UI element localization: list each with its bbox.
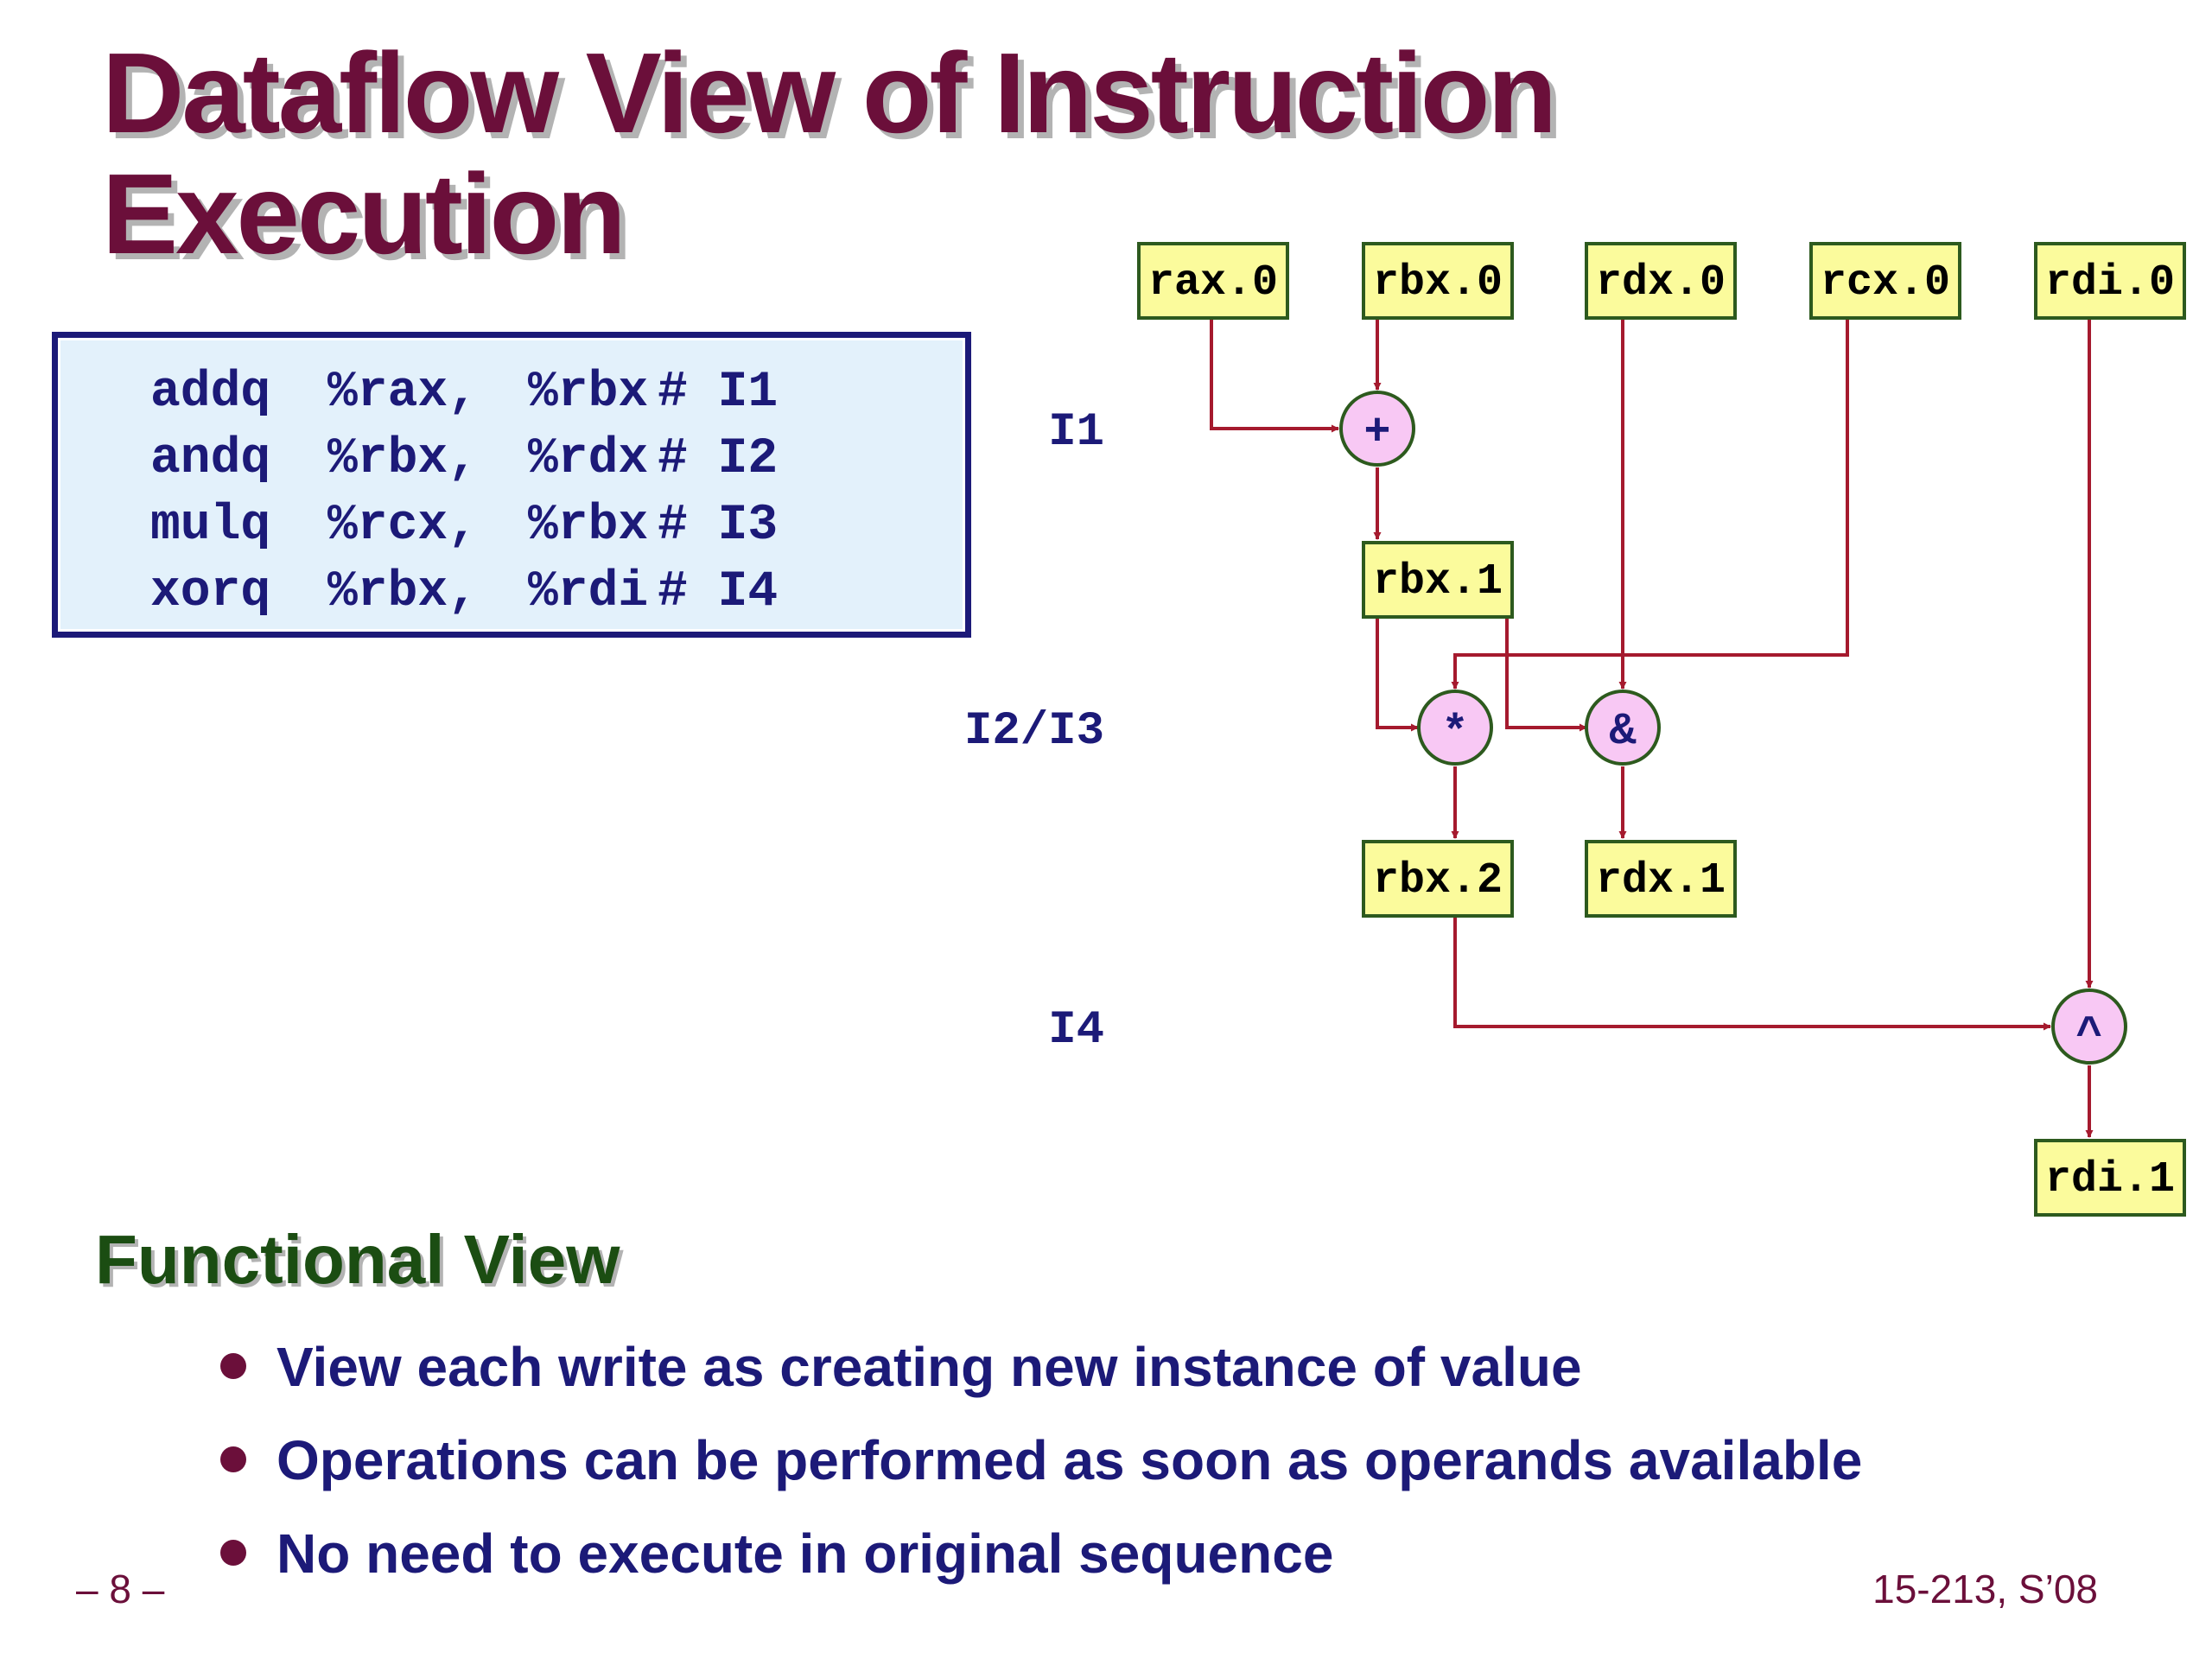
edge-rbx2-xor: [1453, 916, 2051, 1031]
register-label: rdx.1: [1596, 856, 1726, 906]
register-label: rcx.0: [1821, 258, 1950, 308]
stage-label-i1: I1: [1048, 406, 1104, 459]
code-dst: %rdx: [528, 431, 649, 487]
bullet-item: Operations can be performed as soon as o…: [220, 1414, 1862, 1507]
operator-xor-symbol: ^: [2075, 1010, 2102, 1061]
edge-rbx1-mul: [1376, 618, 1419, 732]
operator-and-node: [1585, 690, 1661, 766]
code-op: mulq: [150, 498, 271, 554]
register-label: rbx.2: [1373, 856, 1503, 906]
slide-title: Dataflow View of Instruction Execution: [102, 33, 1744, 275]
register-rcx-0: [1809, 242, 1961, 320]
code-line: xorq %rbx, %rdi# I4: [150, 559, 963, 626]
operator-mul-symbol: *: [1441, 708, 1468, 759]
register-rbx-1: [1362, 541, 1514, 619]
bullet-item: View each write as creating new instance…: [220, 1320, 1862, 1414]
register-rbx-0: [1362, 242, 1514, 320]
code-dst: %rdi: [528, 564, 649, 620]
register-rbx-2: [1362, 840, 1514, 918]
code-src: %rax,: [327, 365, 479, 421]
bullet-list: View each write as creating new instance…: [220, 1320, 1862, 1600]
register-label: rdx.0: [1596, 258, 1726, 308]
code-dst: %rbx: [528, 365, 649, 421]
operator-add-symbol: +: [1363, 407, 1390, 458]
code-comment: # I2: [658, 431, 779, 487]
code-line: mulq %rcx, %rbx# I3: [150, 493, 963, 559]
bullet-dot-icon: [220, 1540, 246, 1566]
code-op: xorq: [150, 564, 271, 620]
bullet-dot-icon: [220, 1353, 246, 1379]
bullet-item: No need to execute in original sequence: [220, 1507, 1862, 1600]
register-label: rdi.0: [2045, 258, 2175, 308]
operator-add-node: [1339, 391, 1415, 467]
code-line: andq %rbx, %rdx# I2: [150, 426, 963, 493]
register-label: rbx.0: [1373, 258, 1503, 308]
register-rdi-1: [2034, 1139, 2186, 1217]
code-src: %rbx,: [327, 564, 479, 620]
code-op: andq: [150, 431, 271, 487]
operator-xor-node: [2051, 988, 2127, 1065]
code-comment: # I4: [658, 564, 779, 620]
stage-label-i4: I4: [1048, 1004, 1104, 1057]
code-line: addq %rax, %rbx# I1: [150, 359, 963, 426]
code-listing-inner: addq%rax,%rbx# I1 andq%rbx,%rdx# I2 mulq…: [58, 338, 965, 632]
edge-rbx1-and: [1505, 618, 1587, 732]
operator-mul-node: [1417, 690, 1493, 766]
register-label: rdi.1: [2045, 1155, 2175, 1205]
stage-label-i2-i3: I2/I3: [964, 705, 1104, 758]
bullet-text: Operations can be performed as soon as o…: [276, 1429, 1863, 1491]
bullet-text: No need to execute in original sequence: [276, 1522, 1334, 1585]
register-label: rax.0: [1148, 258, 1278, 308]
register-rdi-0: [2034, 242, 2186, 320]
register-rdx-0: [1585, 242, 1737, 320]
title-line-1: Dataflow View of Instruction: [102, 29, 1557, 156]
register-rdx-1: [1585, 840, 1737, 918]
code-comment: # I3: [658, 498, 779, 554]
code-src: %rbx,: [327, 431, 479, 487]
code-op: addq: [150, 365, 271, 421]
edge-rcx0-mul: [1451, 320, 1849, 690]
bullet-dot-icon: [220, 1446, 246, 1472]
code-src: %rcx,: [327, 498, 479, 554]
functional-view-heading: Functional View: [95, 1221, 620, 1298]
title-line-2: Execution: [102, 150, 626, 277]
bullet-text: View each write as creating new instance…: [276, 1336, 1582, 1398]
register-rax-0: [1137, 242, 1289, 320]
code-dst: %rbx: [528, 498, 649, 554]
register-label: rbx.1: [1373, 557, 1503, 607]
course-label: 15-213, S’08: [1872, 1567, 2098, 1611]
operator-and-symbol: &: [1609, 706, 1636, 757]
edge-rax0-add: [1210, 320, 1339, 433]
code-listing: addq%rax,%rbx# I1 andq%rbx,%rdx# I2 mulq…: [52, 332, 971, 638]
code-comment: # I1: [658, 365, 779, 421]
page-number: – 8 –: [76, 1567, 165, 1611]
